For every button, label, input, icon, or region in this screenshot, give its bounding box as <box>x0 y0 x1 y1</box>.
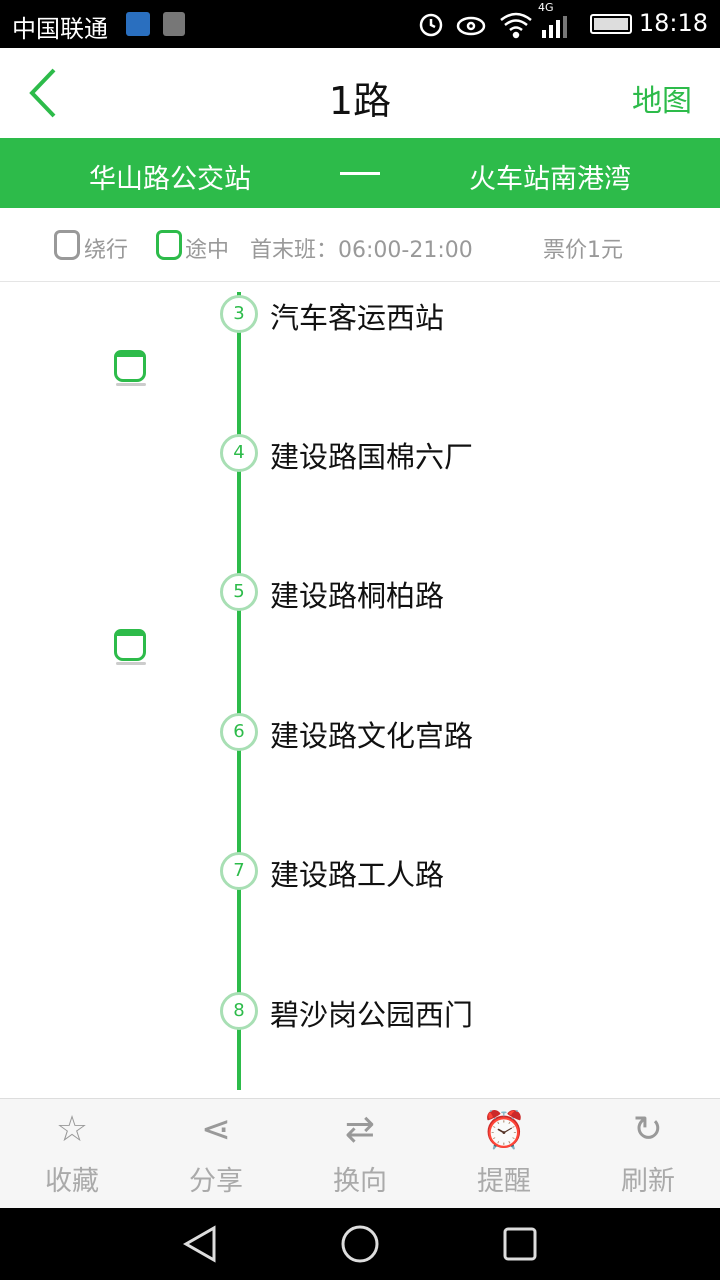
gallery-notification-icon <box>163 12 185 36</box>
reminder-button[interactable]: ⏰ 提醒 <box>432 1099 576 1209</box>
tab-label: 刷新 <box>621 1166 675 1197</box>
stop-name: 建设路工人路 <box>270 858 445 892</box>
refresh-button[interactable]: ↻ 刷新 <box>576 1099 720 1209</box>
bottom-toolbar: ☆ 收藏 ⋖ 分享 ⇄ 换向 ⏰ 提醒 ↻ 刷新 <box>0 1098 720 1208</box>
battery-icon <box>590 14 632 34</box>
tab-label: 提醒 <box>477 1166 531 1197</box>
system-nav-bar <box>0 1208 720 1280</box>
reverse-direction-button[interactable]: ⇄ 换向 <box>288 1099 432 1209</box>
stop-name: 建设路桐柏路 <box>270 579 445 613</box>
bus-icon <box>114 629 148 667</box>
tab-label: 收藏 <box>45 1166 99 1197</box>
carrier-label: 中国联通 <box>12 15 108 43</box>
fare: 票价1元 <box>543 238 623 263</box>
stop-number: 5 <box>220 573 258 611</box>
recents-nav-icon[interactable] <box>503 1227 537 1261</box>
eye-icon <box>456 16 486 36</box>
stop-list[interactable]: 3 汽车客运西站 4 建设路国棉六厂 5 建设路桐柏路 6 建设路文化宫路 7 建设路工人… <box>0 282 720 1098</box>
health-notification-icon <box>126 12 150 36</box>
bus-icon <box>114 350 148 388</box>
clock: 18:18 <box>638 9 708 37</box>
alarm-icon: ⏰ <box>481 1110 527 1151</box>
schedule: 首末班：06:00-21:00 <box>250 238 473 263</box>
origin-station: 华山路公交站 <box>89 164 251 195</box>
signal-icon <box>542 16 567 38</box>
alarm-icon <box>419 13 443 37</box>
swap-icon: ⇄ <box>344 1109 376 1150</box>
favorite-button[interactable]: ☆ 收藏 <box>0 1099 144 1209</box>
route-direction-bar: 华山路公交站 火车站南港湾 <box>0 138 720 208</box>
en-route-bus-icon <box>156 230 182 260</box>
arrow-right-icon <box>340 172 380 175</box>
page-title: 1路 <box>328 79 392 123</box>
stop-number: 4 <box>220 434 258 472</box>
stop-number: 8 <box>220 992 258 1030</box>
wifi-icon <box>500 12 532 39</box>
stop-name: 建设路文化宫路 <box>270 719 474 753</box>
refresh-icon: ↻ <box>632 1109 664 1150</box>
star-icon: ☆ <box>55 1109 89 1150</box>
tab-label: 换向 <box>333 1166 387 1197</box>
alarm-eye-wifi-icons <box>419 12 532 39</box>
back-icon[interactable] <box>22 66 62 120</box>
stop-name: 汽车客运西站 <box>270 301 445 335</box>
route-info-bar: 绕行 途中 首末班：06:00-21:00 票价1元 <box>0 208 720 282</box>
network-type: 4G <box>538 1 554 14</box>
tab-label: 分享 <box>189 1166 243 1197</box>
route-line <box>237 292 241 1090</box>
stop-number: 7 <box>220 852 258 890</box>
detour-bus-icon <box>54 230 80 260</box>
back-nav-icon[interactable] <box>182 1225 216 1263</box>
stop-number: 6 <box>220 713 258 751</box>
stop-name: 建设路国棉六厂 <box>270 440 474 474</box>
en-route-legend: 途中 <box>185 238 230 263</box>
map-button[interactable]: 地图 <box>632 84 692 119</box>
home-nav-icon[interactable] <box>341 1225 379 1263</box>
status-bar: 中国联通 4G 18:18 <box>0 0 720 48</box>
stop-number: 3 <box>220 295 258 333</box>
share-icon: ⋖ <box>200 1109 232 1150</box>
header: 1路 地图 <box>0 48 720 138</box>
detour-legend: 绕行 <box>84 238 129 263</box>
stop-name: 碧沙岗公园西门 <box>270 998 474 1032</box>
share-button[interactable]: ⋖ 分享 <box>144 1099 288 1209</box>
destination-station: 火车站南港湾 <box>469 164 631 195</box>
